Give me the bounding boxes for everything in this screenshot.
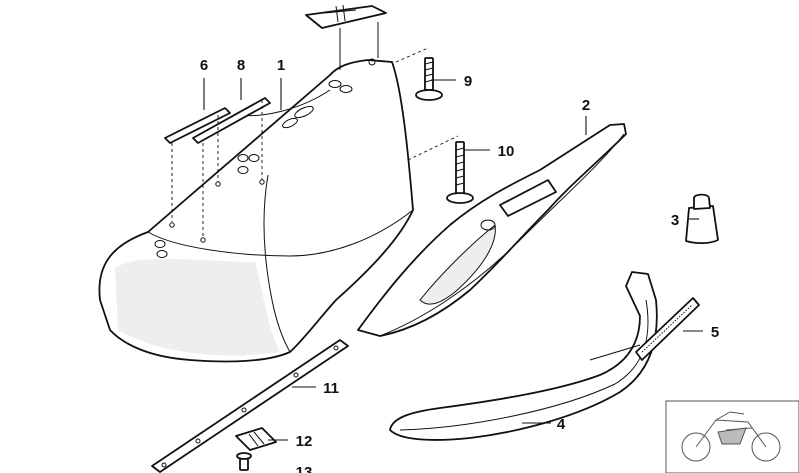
- hole: [200, 237, 206, 243]
- clip-part-12[interactable]: [235, 427, 277, 451]
- leader-lines: [203, 78, 703, 441]
- thumbnail: [665, 400, 799, 473]
- hole: [215, 181, 221, 187]
- callout-9: 9: [464, 73, 472, 90]
- assembly-line-9: [395, 47, 429, 63]
- hole: [169, 222, 175, 228]
- screw-part-13[interactable]: [236, 452, 252, 471]
- callout-3: 3: [671, 212, 679, 229]
- strip-part-8[interactable]: [192, 97, 271, 144]
- callout-4: 4: [557, 416, 566, 433]
- cap-part-3[interactable]: [685, 193, 719, 245]
- callout-5: 5: [711, 324, 719, 341]
- motorcycle-icon: [681, 411, 781, 462]
- callout-13: 13: [296, 464, 313, 473]
- side-panel-part-2[interactable]: [357, 123, 627, 337]
- callout-10: 10: [498, 143, 515, 160]
- callout-11: 11: [323, 380, 339, 397]
- bolt-part-9[interactable]: [415, 57, 443, 101]
- callout-12: 12: [296, 433, 313, 450]
- assembly-line-6: [171, 143, 204, 238]
- strip-part-6[interactable]: [164, 107, 231, 144]
- callout-8: 8: [237, 57, 245, 74]
- strip-part-5[interactable]: [635, 297, 700, 361]
- seat-part-1[interactable]: [98, 58, 414, 363]
- callout-6: 6: [200, 57, 208, 74]
- strip-part-11[interactable]: [151, 339, 349, 473]
- hole: [259, 179, 265, 185]
- assembly-line-8: [217, 100, 263, 182]
- bolt-part-10[interactable]: [446, 141, 474, 204]
- seat-bracket[interactable]: [305, 4, 387, 70]
- assembly-line-10: [407, 135, 459, 161]
- callout-2: 2: [582, 97, 590, 114]
- trim-strip-part-4[interactable]: [389, 271, 658, 441]
- callout-1: 1: [277, 57, 285, 74]
